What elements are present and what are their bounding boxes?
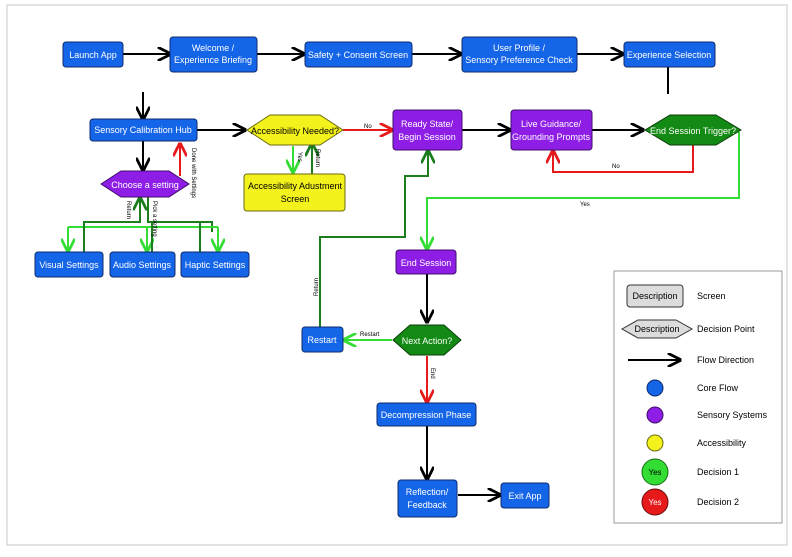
legend-decision-swatch — [620, 319, 694, 339]
node-safety-consent[interactable] — [304, 41, 413, 68]
node-ready-state-label-1: Ready State/ — [401, 119, 454, 129]
label-pick-setting: Pick a setting — [151, 201, 157, 237]
legend-core-swatch — [646, 379, 664, 397]
label-restart-edge: Restart — [360, 332, 380, 338]
node-choose-setting[interactable] — [100, 170, 190, 198]
node-accessibility-adjustment-label-1: Accessibility Adustment — [248, 181, 343, 191]
node-reflection-feedback-label-2: Feedback — [407, 500, 447, 510]
legend-decision1-sample: Yes — [648, 468, 661, 477]
node-haptic-settings-label: Haptic Settings — [185, 260, 246, 270]
node-launch-app-label: Launch App — [69, 50, 117, 60]
node-launch-app[interactable] — [62, 41, 124, 68]
node-decompression-phase-label: Decompression Phase — [381, 410, 472, 420]
node-experience-selection-label: Experience Selection — [627, 50, 712, 60]
node-visual-settings[interactable] — [34, 251, 104, 278]
edge-trigger-no — [553, 145, 694, 173]
legend-decision2-label: Decision 2 — [697, 497, 739, 507]
node-next-action[interactable] — [392, 324, 462, 356]
legend-sensory-label: Sensory Systems — [697, 410, 768, 420]
node-accessibility-needed[interactable] — [246, 114, 344, 146]
node-next-action-label: Next Action? — [402, 336, 453, 346]
node-sensory-calibration-hub[interactable] — [89, 118, 198, 142]
legend: Description Screen Description Decision … — [613, 270, 783, 524]
label-yes-end-trigger: Yes — [580, 202, 590, 208]
legend-core-label: Core Flow — [697, 383, 739, 393]
label-return-choose: Return — [125, 201, 131, 219]
legend-box — [613, 270, 783, 524]
node-welcome-label-2: Experience Briefing — [174, 55, 252, 65]
node-ready-state-label-2: Begin Session — [398, 132, 456, 142]
node-welcome-label-1: Welcome / — [192, 43, 235, 53]
legend-decision1-label: Decision 1 — [697, 467, 739, 477]
label-done-with-settings: Done with Settings — [190, 148, 196, 198]
legend-screen-sample: Description — [632, 291, 677, 301]
node-live-guidance-label-1: Live Guidance/ — [521, 119, 582, 129]
node-user-profile[interactable] — [461, 36, 578, 73]
node-accessibility-adjustment-label-2: Screen — [281, 194, 310, 204]
node-visual-settings-label: Visual Settings — [39, 260, 99, 270]
node-reflection-feedback[interactable] — [397, 479, 458, 518]
node-end-session-trigger-label: End Session Trigger? — [650, 126, 736, 136]
legend-screen-label: Screen — [697, 291, 726, 301]
label-return-restart: Return — [314, 278, 320, 296]
node-live-guidance[interactable] — [510, 109, 593, 151]
legend-accessibility-label: Accessibility — [697, 438, 747, 448]
legend-flow-label: Flow Direction — [697, 355, 754, 365]
legend-sensory-swatch — [646, 406, 664, 424]
node-end-session[interactable] — [395, 249, 457, 275]
label-yes-accessibility: Yes — [296, 152, 302, 162]
legend-decision1-swatch — [641, 458, 669, 486]
node-live-guidance-label-2: Grounding Prompts — [512, 132, 591, 142]
node-audio-settings-label: Audio Settings — [113, 260, 172, 270]
node-restart-label: Restart — [307, 335, 337, 345]
node-accessibility-adjustment[interactable] — [243, 173, 346, 212]
edge-return-choose — [83, 198, 140, 252]
node-ready-state[interactable] — [392, 109, 463, 151]
node-audio-settings[interactable] — [109, 251, 176, 278]
node-decompression-phase[interactable] — [376, 402, 477, 427]
node-accessibility-needed-label: Accessibility Needed? — [251, 126, 339, 136]
node-welcome[interactable] — [169, 36, 258, 73]
node-haptic-settings[interactable] — [180, 251, 250, 278]
legend-accessibility-swatch — [646, 434, 664, 452]
edge-trigger-yes — [427, 132, 740, 249]
node-exit-app-label: Exit App — [508, 491, 541, 501]
edges — [68, 54, 740, 495]
node-exit-app[interactable] — [500, 482, 550, 509]
edge-labels: No No Yes Restart Yes Return Return Pick… — [125, 124, 620, 379]
node-user-profile-label-2: Sensory Preference Check — [465, 55, 573, 65]
legend-decision-sample: Description — [634, 324, 679, 334]
node-reflection-feedback-label-1: Reflection/ — [406, 487, 449, 497]
node-end-session-trigger[interactable] — [644, 114, 742, 146]
edge-restart-return — [319, 151, 428, 327]
node-choose-setting-label: Choose a setting — [111, 180, 179, 190]
legend-decision-label: Decision Point — [697, 324, 755, 334]
label-return-accessibility: Return — [314, 149, 320, 167]
node-user-profile-label-1: User Profile / — [493, 43, 546, 53]
node-restart[interactable] — [301, 326, 344, 353]
node-sensory-calibration-hub-label: Sensory Calibration Hub — [94, 125, 192, 135]
node-experience-selection[interactable] — [623, 41, 716, 68]
legend-decision2-swatch — [641, 488, 669, 516]
label-no-end-trigger: No — [612, 164, 620, 170]
legend-decision2-sample: Yes — [648, 498, 661, 507]
label-no-accessibility: No — [364, 124, 372, 130]
node-safety-consent-label: Safety + Consent Screen — [308, 50, 408, 60]
legend-screen-swatch — [626, 284, 684, 308]
node-end-session-label: End Session — [401, 258, 452, 268]
label-end-edge: End — [429, 368, 435, 379]
